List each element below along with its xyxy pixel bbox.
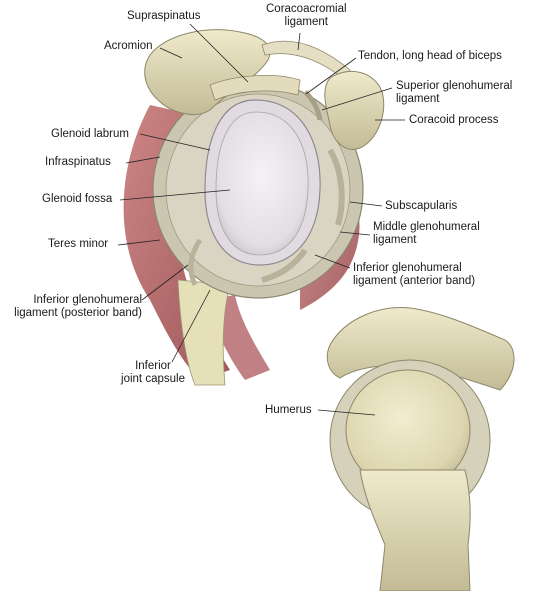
middle-gh-ligament-band xyxy=(327,148,345,226)
humeral-shaft-upper xyxy=(177,279,231,386)
label-inferior-gh-ligament-anterior: Inferior glenohumeral ligament (anterior… xyxy=(353,262,476,287)
supraspinatus-tendon xyxy=(209,75,301,101)
inferior-gh-posterior-band xyxy=(188,238,203,287)
label-supraspinatus: Supraspinatus xyxy=(127,10,201,22)
label-infraspinatus: Infraspinatus xyxy=(45,156,111,168)
humerus-shaft xyxy=(359,469,471,591)
label-inferior-gh-ligament-posterior: Inferior glenohumeral ligament (posterio… xyxy=(14,294,142,319)
label-subscapularis: Subscapularis xyxy=(385,200,458,212)
label-acromion: Acromion xyxy=(104,40,153,52)
coracoid-process-bone xyxy=(324,70,385,150)
label-middle-gh-ligament: Middle glenohumeral ligament xyxy=(373,221,480,246)
label-superior-gh-ligament: Superior glenohumeral ligament xyxy=(396,80,513,105)
upper-shoulder-view xyxy=(123,29,385,386)
glenoid-fossa-shape xyxy=(215,111,309,256)
label-tendon-biceps: Tendon, long head of biceps xyxy=(358,50,502,62)
label-humerus: Humerus xyxy=(265,404,312,416)
leader-lines xyxy=(117,23,405,416)
label-glenoid-labrum: Glenoid labrum xyxy=(51,128,129,140)
label-coracoacromial-ligament: Coracoacromial ligament xyxy=(266,3,347,28)
inferior-gh-anterior-band xyxy=(261,248,308,283)
lower-shoulder-view xyxy=(326,307,515,591)
label-inferior-joint-capsule: Inferior joint capsule xyxy=(121,360,185,385)
label-teres-minor: Teres minor xyxy=(48,238,109,250)
label-coracoid-process: Coracoid process xyxy=(409,114,499,126)
label-glenoid-fossa: Glenoid fossa xyxy=(42,193,113,205)
lower-acromion-bone xyxy=(326,307,515,391)
